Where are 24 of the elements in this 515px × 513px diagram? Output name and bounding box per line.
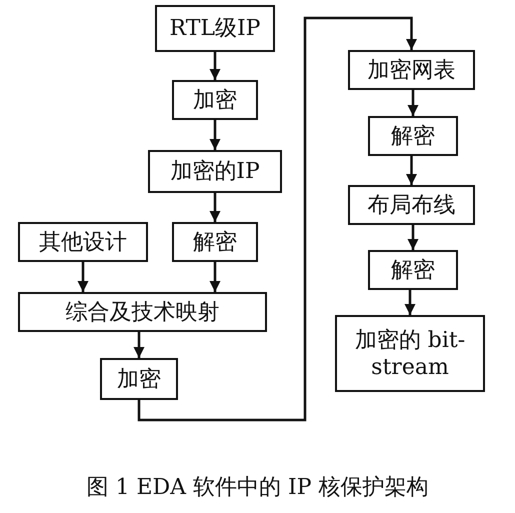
figure-caption: 图 1 EDA 软件中的 IP 核保护架构 (85, 474, 430, 502)
arrow (138, 16, 418, 422)
process-box: 加密 (172, 80, 258, 120)
process-box: 综合及技术映射 (18, 292, 267, 332)
arrow (406, 156, 418, 185)
arrow (209, 52, 221, 80)
process-box: 解密 (172, 222, 258, 262)
arrow (77, 262, 89, 292)
arrow (209, 120, 221, 150)
process-box: RTL级IP (155, 5, 275, 52)
arrow (407, 90, 419, 116)
process-box: 其他设计 (18, 222, 148, 262)
arrow (404, 290, 416, 315)
arrow (133, 332, 145, 358)
process-box: 解密 (368, 116, 458, 156)
process-box: 加密网表 (348, 50, 475, 90)
arrow (407, 225, 419, 250)
arrow (209, 193, 221, 222)
process-box: 加密 (100, 358, 178, 400)
arrow (209, 262, 221, 292)
process-box: 加密的IP (148, 150, 282, 193)
process-box: 解密 (368, 250, 458, 290)
process-box: 加密的 bit-stream (335, 315, 485, 392)
process-box: 布局布线 (348, 185, 475, 225)
